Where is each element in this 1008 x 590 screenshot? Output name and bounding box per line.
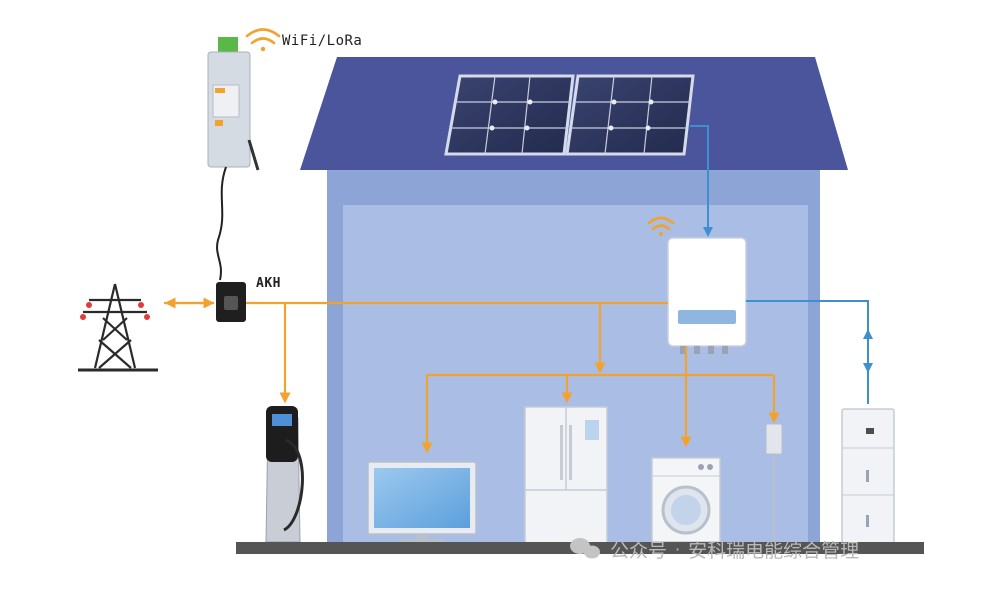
ev-charger-icon [265, 406, 304, 543]
watermark: 公众号 · 安科瑞电能综合管理 [566, 536, 859, 563]
akh-current-sensor-icon [216, 282, 246, 322]
ac-wiring [164, 301, 780, 454]
battery-icon [841, 408, 895, 544]
watermark-account-name: 安科瑞电能综合管理 [688, 540, 860, 562]
watermark-separator: · [675, 540, 681, 559]
fridge-icon [524, 406, 608, 544]
dc-line-solar-to-inverter [690, 125, 713, 237]
wifi-icon [245, 28, 281, 52]
lamp-icon [765, 423, 783, 542]
module-cable [216, 166, 227, 281]
wechat-icon [570, 538, 600, 559]
tower-insulators [80, 302, 150, 320]
power-tower-icon [78, 283, 158, 372]
washing-machine-icon [651, 457, 721, 543]
communication-module-icon [207, 37, 260, 171]
watermark-account-type: 公众号 [610, 540, 668, 562]
inverter-icon [667, 237, 747, 354]
solar-panel-icon [444, 74, 695, 156]
wireless-label: WiFi/LoRa [282, 33, 363, 49]
wifi-icon [647, 216, 675, 236]
tv-icon [367, 461, 477, 543]
meter-label: AKH [256, 276, 281, 291]
